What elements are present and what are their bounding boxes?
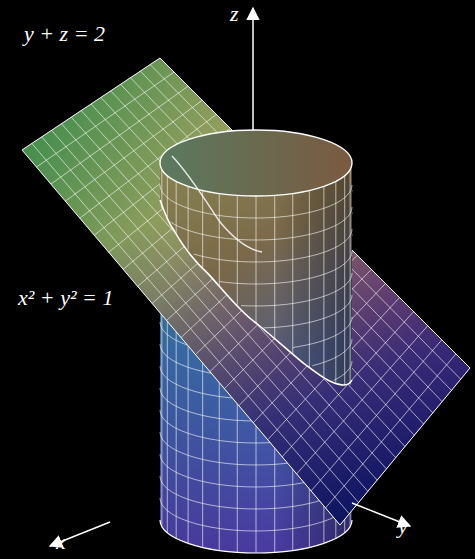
- grid-line: [293, 317, 352, 348]
- grid-line: [121, 84, 433, 413]
- axis-label: x: [56, 530, 66, 554]
- grid-line: [36, 72, 174, 167]
- grid-line: [140, 71, 451, 390]
- grid-line: [335, 181, 336, 383]
- grid-line: [130, 78, 442, 402]
- grid-line: [202, 190, 203, 267]
- cylinder-equation: x² + y² = 1: [18, 286, 113, 310]
- grid-line: [237, 195, 238, 304]
- grid-line: [241, 273, 352, 306]
- grid-line: [334, 361, 352, 380]
- grid-line: [312, 339, 352, 366]
- grid-line: [202, 190, 203, 547]
- grid-line: [171, 207, 353, 240]
- grid-line: [309, 190, 310, 367]
- grid-line: [160, 185, 352, 218]
- grid-line: [52, 130, 368, 491]
- grid-line: [344, 176, 345, 386]
- grid-line: [111, 91, 424, 424]
- plane-equation: y + z = 2: [24, 22, 105, 46]
- grid-line: [292, 193, 293, 354]
- grid-line: [323, 186, 324, 377]
- grid-line: [188, 186, 189, 543]
- grid-line: [194, 229, 352, 262]
- grid-line: [264, 295, 353, 328]
- grid-line: [188, 186, 189, 249]
- axis-label: y: [398, 514, 408, 538]
- grid-line: [219, 193, 220, 286]
- grid-line: [219, 251, 352, 284]
- grid-line: [71, 117, 386, 469]
- z-axis: [252, 8, 254, 135]
- grid-line: [256, 196, 257, 323]
- grid-line: [42, 137, 359, 503]
- axis-label: z: [230, 2, 239, 26]
- grid-line: [101, 97, 414, 435]
- cylinder-upper: [160, 130, 352, 386]
- grid-line: [350, 169, 351, 384]
